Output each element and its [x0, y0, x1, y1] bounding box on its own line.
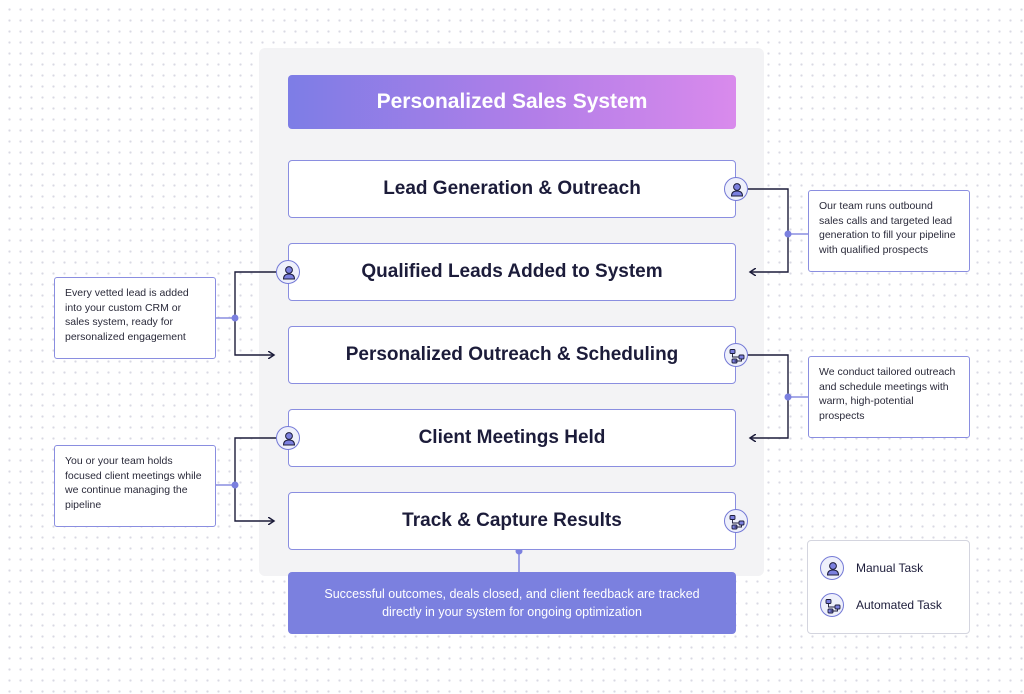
step-track-results: Track & Capture Results: [288, 492, 736, 550]
legend-automated: Automated Task: [820, 593, 942, 617]
person-icon: [820, 556, 844, 580]
connector-dot-left-2: [231, 481, 239, 489]
step-label: Lead Generation & Outreach: [383, 178, 641, 199]
workflow-icon: [724, 343, 748, 367]
step-label: Track & Capture Results: [402, 510, 622, 531]
connector-dot-right-2: [784, 393, 792, 401]
connector-left-1: [234, 271, 276, 355]
note-lead-generation: Our team runs outbound sales calls and t…: [808, 190, 970, 272]
workflow-icon: [724, 509, 748, 533]
step-lead-generation: Lead Generation & Outreach: [288, 160, 736, 218]
note-personalized-outreach: We conduct tailored outreach and schedul…: [808, 356, 970, 438]
connector-dot-right-1: [784, 230, 792, 238]
connector-dot-left-1: [231, 314, 239, 322]
diagram-title: Personalized Sales System: [288, 75, 736, 129]
note-client-meetings: You or your team holds focused client me…: [54, 445, 216, 527]
person-icon: [276, 426, 300, 450]
step-label: Personalized Outreach & Scheduling: [345, 344, 679, 365]
person-icon: [724, 177, 748, 201]
connector-right-2: [748, 354, 789, 438]
step-client-meetings: Client Meetings Held: [288, 409, 736, 467]
step-label: Client Meetings Held: [418, 427, 606, 448]
step-qualified-leads: Qualified Leads Added to System: [288, 243, 736, 301]
person-icon: [276, 260, 300, 284]
outcome-text: Successful outcomes, deals closed, and c…: [324, 587, 700, 619]
note-qualified-leads: Every vetted lead is added into your cus…: [54, 277, 216, 359]
legend-manual-label: Manual Task: [856, 561, 924, 575]
step-personalized-outreach: Personalized Outreach & Scheduling: [288, 326, 736, 384]
legend: Manual Task Automated Task: [807, 540, 970, 634]
workflow-icon: [820, 593, 844, 617]
legend-manual: Manual Task: [820, 556, 923, 580]
connector-right-1: [748, 188, 789, 272]
step-label: Qualified Leads Added to System: [361, 261, 663, 282]
diagram-panel: [259, 48, 764, 576]
outcome-box: Successful outcomes, deals closed, and c…: [288, 572, 736, 634]
connector-left-2: [234, 437, 276, 521]
legend-automated-label: Automated Task: [856, 598, 942, 612]
